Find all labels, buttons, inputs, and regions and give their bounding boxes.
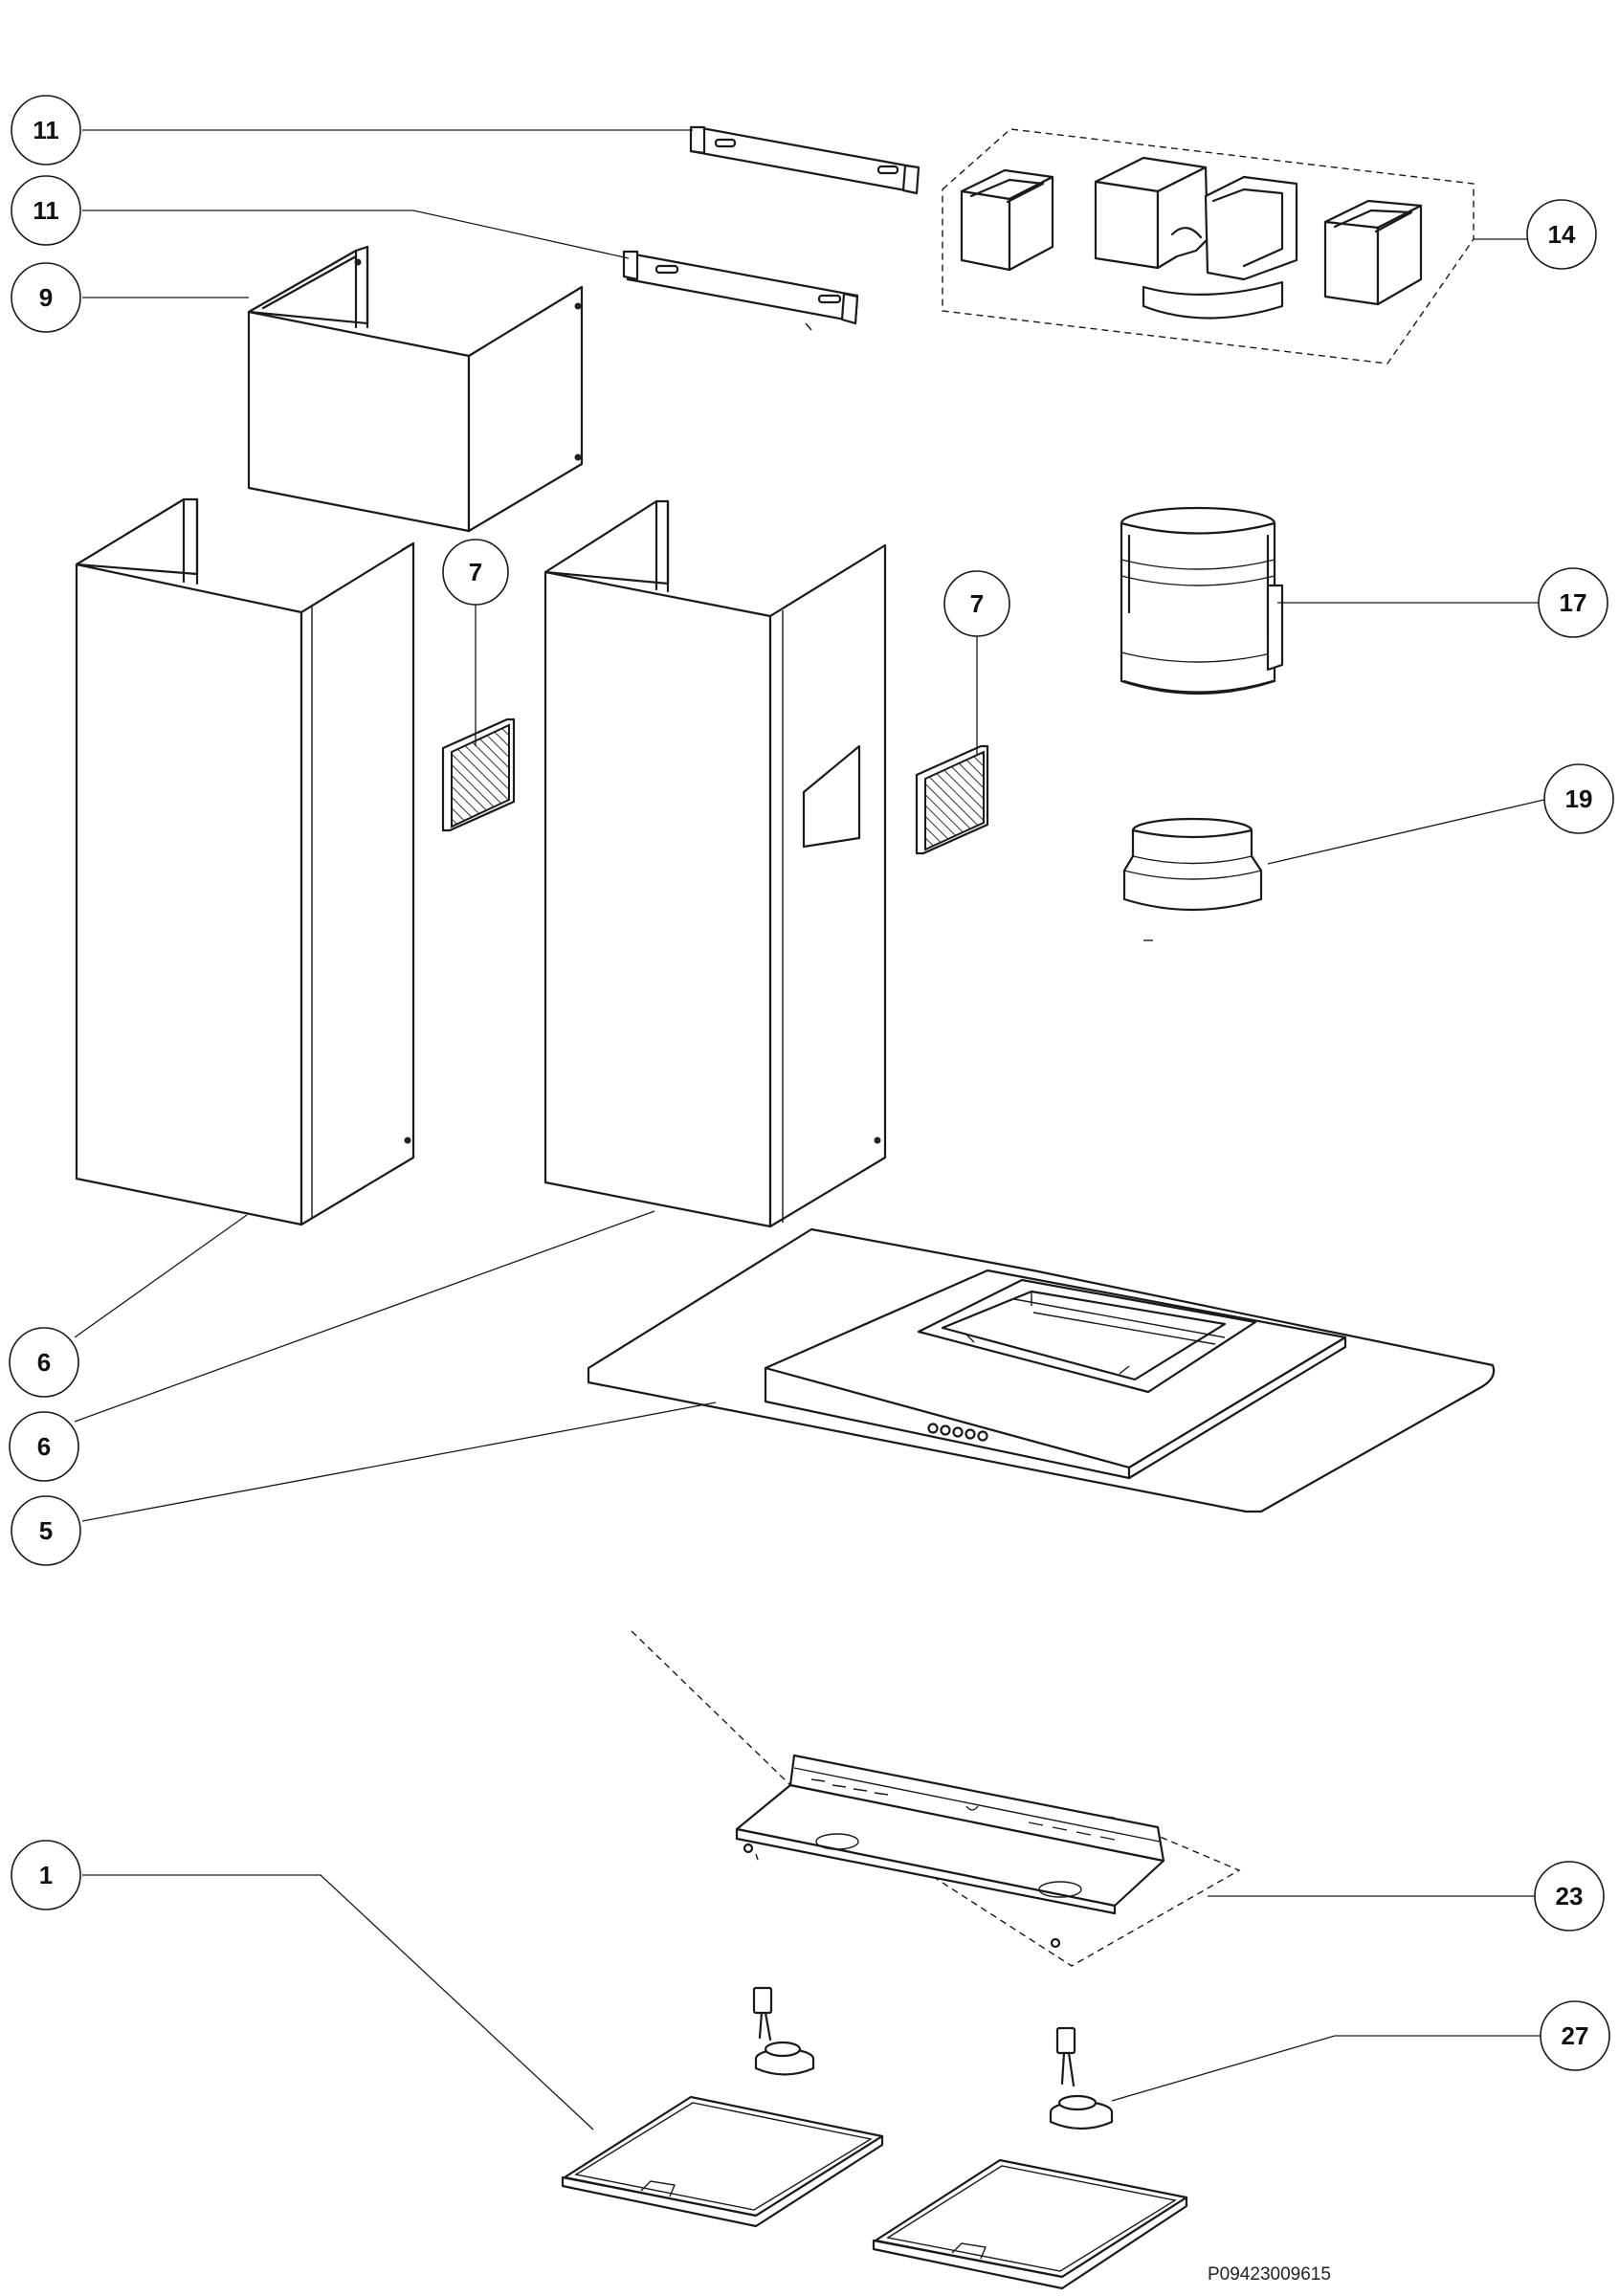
grease-filter-right bbox=[872, 2158, 1188, 2290]
callout-9: 9 bbox=[11, 262, 81, 333]
callout-6-lower: 6 bbox=[9, 1411, 79, 1482]
callout-label: 9 bbox=[39, 283, 53, 312]
callout-label: 7 bbox=[469, 558, 482, 586]
callout-label: 11 bbox=[33, 116, 59, 144]
mounting-rail-set bbox=[631, 1630, 1241, 1967]
duct-connector-set bbox=[942, 128, 1475, 364]
callout-label: 27 bbox=[1562, 2021, 1589, 2050]
leader-lines bbox=[74, 129, 1549, 2130]
callout-label: 14 bbox=[1548, 220, 1576, 249]
grease-filter-left bbox=[561, 2095, 884, 2228]
callout-5: 5 bbox=[11, 1495, 81, 1566]
hood-body bbox=[587, 1227, 1496, 1513]
callout-17: 17 bbox=[1538, 567, 1608, 638]
callout-label: 5 bbox=[39, 1516, 53, 1545]
lower-chimney-section-left bbox=[75, 497, 415, 1226]
filter-left bbox=[441, 718, 516, 832]
callout-label: 7 bbox=[970, 589, 984, 618]
callout-19: 19 bbox=[1543, 763, 1614, 834]
callout-label: 17 bbox=[1560, 588, 1587, 617]
callout-label: 6 bbox=[37, 1348, 51, 1377]
callout-label: 19 bbox=[1565, 784, 1593, 813]
callout-7-right: 7 bbox=[943, 570, 1010, 637]
callout-23: 23 bbox=[1534, 1861, 1605, 1932]
upper-chimney-section bbox=[247, 245, 584, 533]
drawing-code: P09423009615 bbox=[1208, 2264, 1331, 2285]
callout-7-left: 7 bbox=[442, 539, 509, 606]
callout-label: 6 bbox=[37, 1432, 51, 1461]
lower-chimney-section-right bbox=[543, 499, 887, 1228]
callout-6-upper: 6 bbox=[9, 1327, 79, 1398]
callout-1: 1 bbox=[11, 1840, 81, 1910]
lamp-right bbox=[1049, 2026, 1114, 2130]
lamp-left bbox=[752, 1986, 815, 2076]
filter-right bbox=[915, 744, 989, 855]
callout-label: 23 bbox=[1556, 1882, 1584, 1910]
mounting-bracket-lower bbox=[622, 250, 859, 331]
check-valve-collar bbox=[1120, 506, 1284, 695]
callout-label: 1 bbox=[39, 1861, 53, 1889]
duct-reducer bbox=[1122, 817, 1263, 941]
callout-11-upper: 11 bbox=[11, 95, 81, 166]
callout-11-lower: 11 bbox=[11, 175, 81, 246]
callout-27: 27 bbox=[1540, 2000, 1610, 2071]
mounting-bracket-upper bbox=[689, 125, 920, 195]
callout-14: 14 bbox=[1526, 199, 1597, 270]
callout-label: 11 bbox=[33, 196, 59, 225]
